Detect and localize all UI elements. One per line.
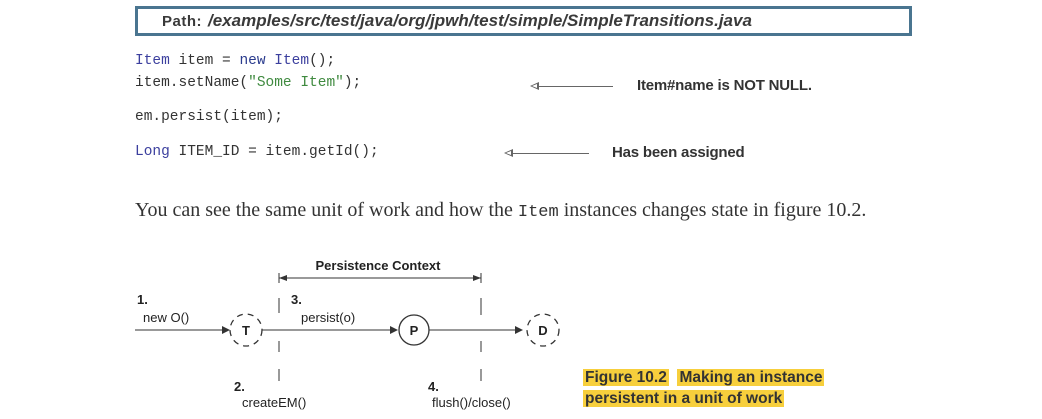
annotation-arrow-line-1 [538, 86, 613, 87]
code-line-1: Item item = new Item(); [135, 53, 335, 69]
state-detached-label: D [538, 323, 547, 338]
code-text: ITEM_ID = item.getId(); [169, 144, 379, 160]
state-detached-circle [526, 313, 560, 347]
body-text-code: Item [517, 203, 559, 222]
step-2-number: 2. [234, 379, 245, 394]
code-text: (); [309, 53, 336, 69]
body-paragraph: You can see the same unit of work and ho… [135, 199, 866, 222]
code-type: Item [135, 53, 170, 69]
step-2-label: createEM() [242, 395, 306, 410]
body-text-part: You can see the same unit of work and ho… [135, 199, 518, 221]
body-text-part: instances changes state in figure 10.2. [558, 199, 867, 221]
state-transient-label: T [242, 323, 250, 338]
source-path-box: Path: /examples/src/test/java/org/jpwh/te… [135, 6, 912, 36]
code-text: ); [343, 75, 362, 91]
code-text: item = [169, 53, 240, 69]
step-4-label: flush()/close() [432, 395, 511, 410]
figure-caption: Figure 10.2 Making an instance persisten… [583, 367, 825, 409]
transition-persist-arrowhead [390, 326, 398, 334]
annotation-has-been-assigned: Has been assigned [612, 144, 745, 161]
code-string: "Some Item" [248, 75, 344, 91]
step-1-label: new O() [143, 310, 189, 325]
step-4-number: 4. [428, 379, 439, 394]
annotation-name-not-null: Item#name is NOT NULL. [637, 77, 812, 94]
code-line-3: em.persist(item); [135, 109, 283, 125]
code-line-4: Long ITEM_ID = item.getId(); [135, 144, 379, 160]
annotation-arrow-line-2 [512, 153, 589, 154]
code-type: Item [265, 53, 310, 69]
context-arrow-right [473, 275, 481, 281]
figure-number: Figure 10.2 [583, 369, 669, 386]
state-persistent-label: P [410, 323, 419, 338]
step-3-number: 3. [291, 292, 302, 307]
context-arrow-left [279, 275, 287, 281]
step-1-number: 1. [137, 292, 148, 307]
annotation-arrow-head-2 [504, 149, 513, 157]
persistence-context-label: Persistence Context [316, 258, 442, 273]
code-type: Long [135, 144, 170, 160]
code-keyword-new: new [239, 53, 266, 69]
step-3-label: persist(o) [301, 310, 355, 325]
annotation-arrow-head-1 [530, 82, 539, 90]
transition-new-arrowhead [222, 326, 230, 334]
path-value: /examples/src/test/java/org/jpwh/test/si… [208, 11, 752, 30]
code-text: item.setName( [135, 75, 249, 91]
transition-close-arrowhead [515, 326, 523, 334]
figure-title-line-1: Making an instance [677, 369, 825, 386]
path-label: Path: [162, 13, 202, 30]
code-line-2: item.setName("Some Item"); [135, 75, 361, 91]
figure-title-line-2: persistent in a unit of work [583, 390, 785, 407]
